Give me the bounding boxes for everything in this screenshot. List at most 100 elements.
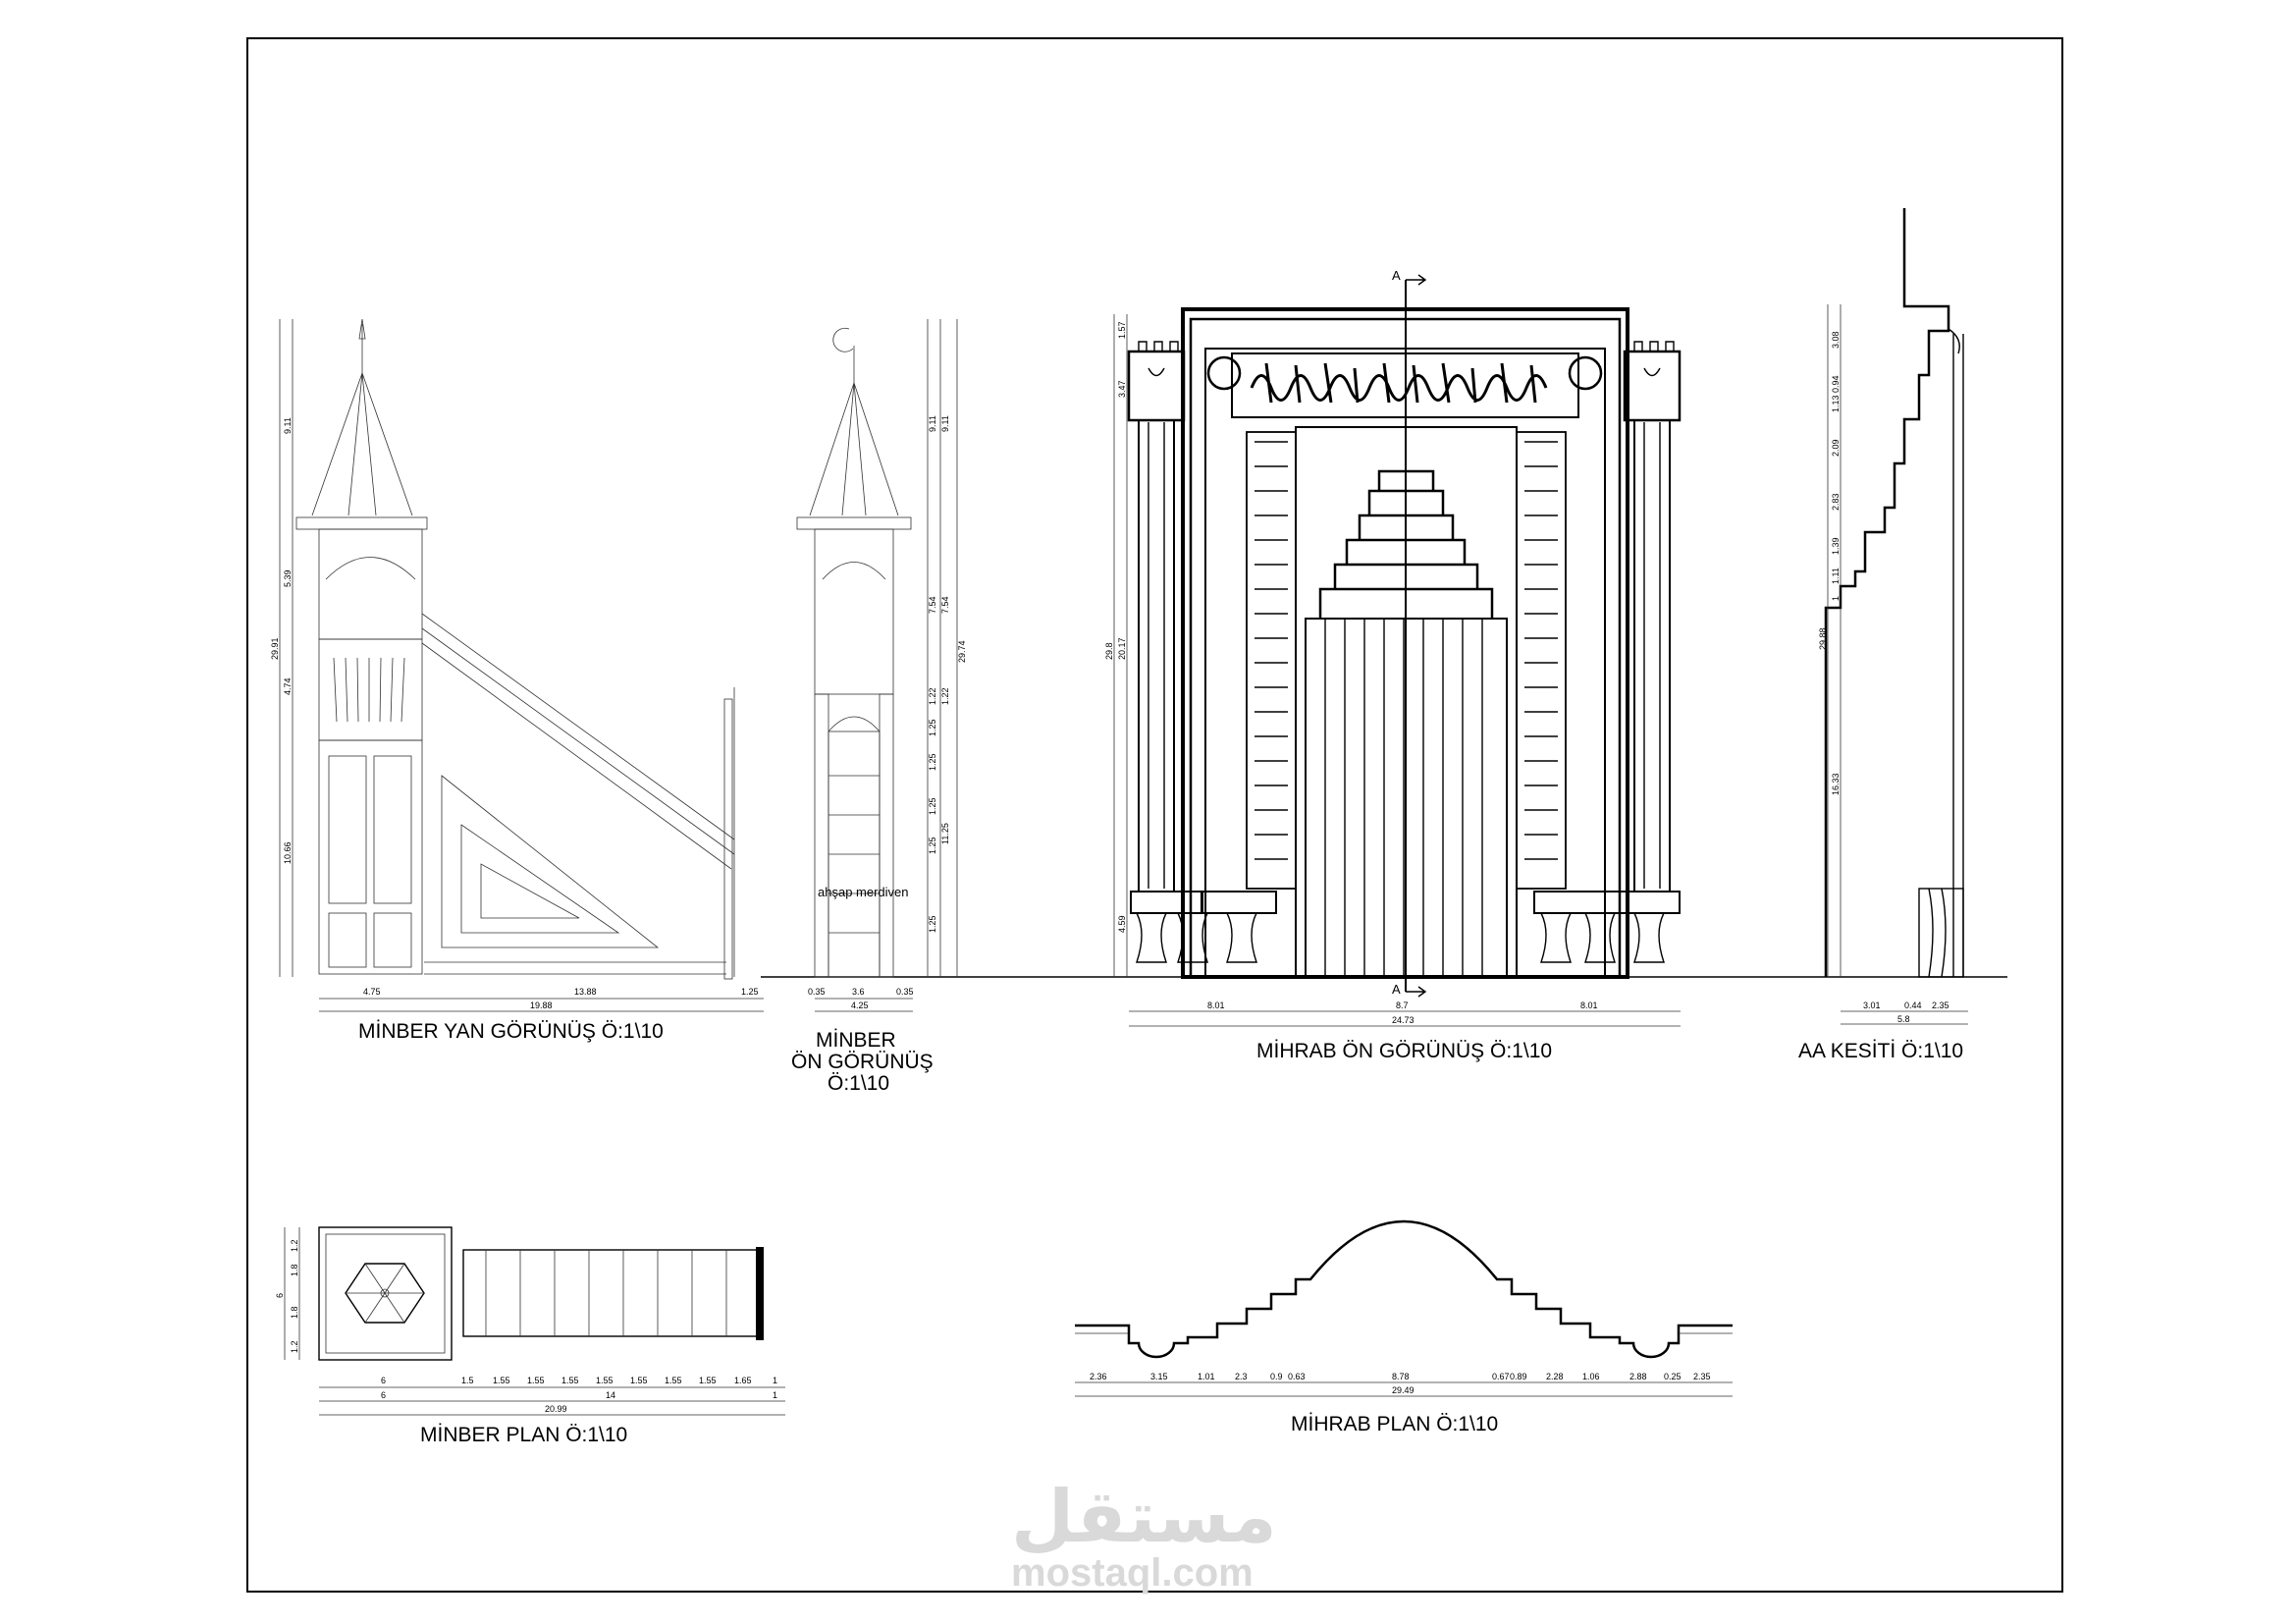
dim-plan-w1-0: 6	[381, 1376, 386, 1385]
dim-aa-v9: 29.88	[1818, 627, 1828, 650]
dim-plan-v2: 1.8	[290, 1306, 299, 1319]
dim-mplan-w5: 0.63	[1288, 1372, 1306, 1381]
title-minber-front-3: Ö:1\10	[828, 1072, 889, 1095]
dim-mplan-w6: 8.78	[1392, 1372, 1410, 1381]
dim-plan-w1-4: 1.55	[561, 1376, 579, 1385]
dim-mplan-w4: 0.9	[1270, 1372, 1283, 1381]
watermark-latin: mostaql.com	[1011, 1551, 1254, 1595]
calligraphy-band	[1250, 362, 1548, 404]
dim-mplan-w9: 2.28	[1546, 1372, 1564, 1381]
dim-aa-v4: 2.83	[1831, 493, 1841, 511]
title-minber-front-2: ÖN GÖRÜNÜŞ	[791, 1051, 934, 1073]
dim-mplan-w2: 1.01	[1198, 1372, 1215, 1381]
mihrab-front-view: A A 1.57 3.47 29.8 20.17 4.59 8.01 8.7 8…	[1104, 268, 1682, 1027]
dim-plan-w1-3: 1.55	[527, 1376, 545, 1385]
title-minber-plan: MİNBER PLAN Ö:1\10	[420, 1424, 627, 1446]
title-mihrab-front: MİHRAB ÖN GÖRÜNÜŞ Ö:1\10	[1256, 1040, 1552, 1062]
dim-mihrab-w2: 8.01	[1580, 1001, 1598, 1010]
dim-mihrab-v4: 4.59	[1117, 915, 1127, 933]
note-stair: ahşap merdiven	[818, 885, 909, 899]
minber-plan: 1.2 1.8 1.8 1.2 6 6 1.5 1.55 1.55 1.55 1…	[275, 1226, 785, 1416]
dim-plan-v0: 1.2	[290, 1239, 299, 1252]
dim-front-w0: 0.35	[808, 987, 826, 997]
dim-mplan-w7: 0.67	[1492, 1372, 1510, 1381]
mihrab-plan: 2.36 3.15 1.01 2.3 0.9 0.63 8.78 0.67 0.…	[1075, 1219, 1733, 1397]
dim-aa-v6: 1.11	[1831, 568, 1841, 584]
dim-aa-w3: 5.8	[1897, 1014, 1910, 1024]
dim-mplan-w13: 2.35	[1693, 1372, 1711, 1381]
dim-plan-w1-7: 1.55	[665, 1376, 682, 1385]
dim-side-h4: 29.91	[270, 637, 280, 660]
title-mihrab-plan: MİHRAB PLAN Ö:1\10	[1291, 1413, 1498, 1435]
section-mark-top: A	[1392, 268, 1401, 283]
dim-front-v2-3: 11.25	[940, 823, 950, 844]
dim-mplan-w1: 3.15	[1150, 1372, 1168, 1381]
dim-aa-v7: 1	[1831, 596, 1841, 601]
dim-aa-v8: 16.33	[1831, 773, 1841, 795]
sheet-border	[246, 37, 2063, 1593]
dim-front-v1-2: 1.22	[928, 687, 937, 705]
dim-front-v2-2: 1.22	[940, 687, 950, 705]
dim-front-v1-7: 1.25	[928, 915, 937, 933]
dim-front-v2-1: 7.54	[940, 596, 950, 614]
section-mark-bottom: A	[1392, 982, 1401, 997]
dim-mihrab-v3: 20.17	[1117, 637, 1127, 660]
dim-front-v2-0: 9.11	[940, 415, 950, 432]
dim-front-v1-1: 7.54	[928, 596, 937, 614]
dim-aa-w2: 2.35	[1932, 1001, 1949, 1010]
dim-plan-w1-1: 1.5	[461, 1376, 474, 1385]
dim-side-h0: 9.11	[283, 417, 293, 434]
dim-front-v1-3: 1.25	[928, 719, 937, 736]
dim-side-w1: 13.88	[574, 987, 597, 997]
dim-plan-w1-10: 1	[773, 1376, 777, 1385]
dim-plan-v1: 1.8	[290, 1264, 299, 1276]
title-aa-section: AA KESİTİ Ö:1\10	[1798, 1040, 1963, 1062]
dim-aa-v2: 1.13	[1831, 395, 1841, 412]
dim-aa-w0: 3.01	[1863, 1001, 1881, 1010]
dim-plan-w3: 20.99	[545, 1404, 567, 1414]
dim-mihrab-v1: 3.47	[1117, 380, 1127, 398]
dim-aa-v0: 3.08	[1831, 331, 1841, 349]
dim-front-v1-4: 1.25	[928, 753, 937, 771]
dim-side-w2: 1.25	[741, 987, 759, 997]
minber-side-view: 9.11 5.39 4.74 10.66 29.91 4.75 13.88 1.…	[270, 318, 764, 1012]
dim-mplan-w8: 0.89	[1510, 1372, 1527, 1381]
dim-plan-w2-1: 14	[606, 1390, 615, 1400]
title-minber-side: MİNBER YAN GÖRÜNÜŞ Ö:1\10	[358, 1020, 664, 1043]
dim-plan-v4: 6	[275, 1293, 285, 1298]
dim-side-w0: 4.75	[363, 987, 381, 997]
dim-plan-w1-8: 1.55	[699, 1376, 717, 1385]
dim-plan-w1-9: 1.65	[734, 1376, 752, 1385]
dim-plan-w2-2: 1	[773, 1390, 777, 1400]
dim-mihrab-v0: 1.57	[1117, 321, 1127, 339]
minber-front-view: ahşap merdiven 9.11 7.54 1.22 1.25 1.25 …	[796, 319, 967, 1012]
dim-front-v1-5: 1.25	[928, 797, 937, 815]
dim-front-w2: 0.35	[896, 987, 914, 997]
dim-plan-w1-5: 1.55	[596, 1376, 614, 1385]
dim-plan-w1-6: 1.55	[630, 1376, 648, 1385]
dim-side-h3: 10.66	[283, 841, 293, 864]
dim-front-v1-0: 9.11	[928, 415, 937, 432]
watermark-arabic: مستقل	[1011, 1475, 1277, 1559]
dim-mihrab-v2: 29.8	[1104, 642, 1114, 660]
dim-mplan-total: 29.49	[1392, 1385, 1415, 1395]
dim-front-w1: 3.6	[852, 987, 865, 997]
dim-side-h1: 5.39	[283, 569, 293, 587]
dim-front-w3: 4.25	[851, 1001, 869, 1010]
dim-aa-v1: 0.94	[1831, 375, 1841, 393]
dim-plan-w2-0: 6	[381, 1390, 386, 1400]
aa-section-view: 3.08 0.94 1.13 2.09 2.83 1.39 1.11 1 16.…	[1818, 208, 1968, 1025]
dim-plan-v3: 1.2	[290, 1340, 299, 1353]
dim-front-v3: 29.74	[957, 640, 967, 663]
dim-mplan-w10: 1.06	[1582, 1372, 1600, 1381]
dim-front-v1-6: 1.25	[928, 837, 937, 854]
dim-mihrab-w0: 8.01	[1207, 1001, 1225, 1010]
dim-plan-w1-2: 1.55	[493, 1376, 510, 1385]
dim-aa-v5: 1.39	[1831, 537, 1841, 555]
dim-side-w3: 19.88	[530, 1001, 553, 1010]
dim-mplan-w0: 2.36	[1090, 1372, 1107, 1381]
dim-mplan-w3: 2.3	[1235, 1372, 1248, 1381]
dim-aa-w1: 0.44	[1904, 1001, 1922, 1010]
dim-mihrab-w1: 8.7	[1396, 1001, 1409, 1010]
